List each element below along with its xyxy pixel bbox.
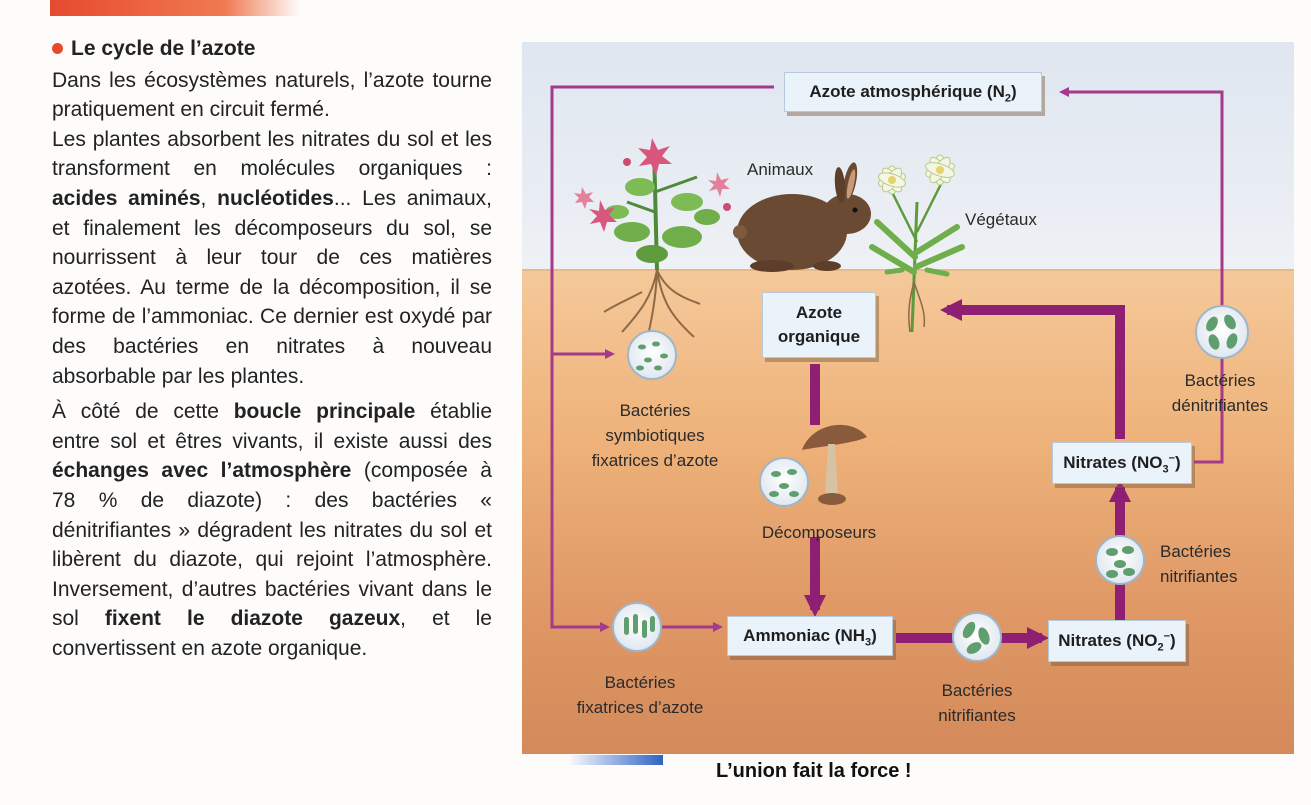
no2-label: Nitrates (NO	[1058, 631, 1158, 650]
top-color-band	[50, 0, 300, 16]
p1-text: Dans les écosystèmes naturels, l’azote t…	[52, 68, 492, 122]
p3-b: établie entre sol et êtres vivants, il e…	[52, 400, 493, 453]
text-column: Le cycle de l’azote Dans les écosystèmes…	[52, 34, 492, 663]
nitri-bottom-line1: Bactéries	[941, 681, 1013, 700]
no2-close: )	[1170, 631, 1176, 650]
flowering-plant-icon	[574, 138, 731, 355]
p3-a: À côté de cette	[52, 400, 219, 424]
nh3-subscript: 3	[865, 636, 872, 649]
label-animals: Animaux	[747, 160, 814, 179]
n2-label: Azote atmosphérique (N	[809, 82, 1005, 101]
p3-bold-exchanges: échanges avec l’atmosphère	[52, 459, 352, 483]
no2-superscript: −	[1163, 630, 1171, 643]
box-atmospheric-nitrogen: Azote atmosphérique (N2)	[784, 72, 1042, 112]
p2-bold-nucleotides: nucléotides	[217, 186, 334, 210]
label-plants: Végétaux	[965, 210, 1037, 229]
mushroom-icon	[802, 424, 867, 505]
rabbit-icon	[733, 162, 871, 272]
p3-bold-fix: fixent le diazote gazeux	[104, 607, 401, 631]
denitri-line1: Bactéries	[1184, 371, 1256, 390]
no3-close: )	[1175, 453, 1181, 472]
nitrifying-bacteria-dish-right	[1095, 535, 1145, 585]
box-nitrates-no3: Nitrates (NO3−)	[1052, 442, 1192, 484]
no3-label: Nitrates (NO	[1063, 453, 1163, 472]
denitrifying-bacteria-dish	[1195, 305, 1249, 359]
p2-end: ... Les animaux, et finalement les décom…	[52, 186, 492, 388]
section-title: Le cycle de l’azote	[71, 37, 256, 60]
denitri-line2: dénitrifiantes	[1171, 396, 1269, 415]
organic-line2: organique	[777, 327, 861, 346]
p3-d: , et le convertissent en azote organique…	[52, 607, 492, 660]
box-organic-nitrogen: Azote organique	[762, 292, 876, 358]
label-decomposers: Décomposeurs	[761, 523, 877, 542]
box-ammonia: Ammoniac (NH3)	[727, 616, 893, 656]
label-symbiotic-bacteria: Bactéries symbiotiques fixatrices d’azot…	[570, 398, 740, 473]
organic-line1: Azote	[795, 303, 843, 322]
nitri-right-line1: Bactéries	[1160, 542, 1231, 561]
fix-line2: fixatrices d’azote	[576, 698, 704, 717]
section-heading: Le cycle de l’azote	[52, 34, 492, 64]
n2-close: )	[1010, 82, 1017, 101]
nitri-bottom-line2: nitrifiantes	[938, 706, 1016, 725]
label-denitrifying: Bactéries dénitrifiantes	[1160, 368, 1280, 418]
p3-bold-loop: boucle principale	[233, 400, 416, 424]
nitrogen-cycle-diagram: Azote atmosphérique (N2) Azote organique…	[522, 42, 1294, 754]
paragraph-3: À côté de cette boucle principale établi…	[52, 397, 492, 663]
fixing-bacteria-dish	[612, 602, 662, 652]
arrow-n2-to-fixing-bacteria	[550, 85, 774, 632]
wild-plant-icon	[869, 154, 965, 333]
nh3-label: Ammoniac (NH	[743, 626, 866, 645]
label-nitrifying-right: Bactéries nitrifiantes	[1160, 539, 1270, 589]
p2-bold-amino: acides aminés	[52, 186, 201, 210]
nitri-right-line2: nitrifiantes	[1160, 567, 1238, 586]
bullet-icon	[52, 43, 63, 55]
diagram-graphics	[522, 85, 1294, 662]
no3-superscript: −	[1168, 452, 1176, 465]
decomposer-bacteria-dish	[759, 457, 809, 507]
symb-line1: Bactéries	[619, 401, 691, 420]
symb-line3: fixatrices d’azote	[591, 451, 719, 470]
next-section-caption: L’union fait la force !	[716, 760, 912, 782]
paragraph-1: Dans les écosystèmes naturels, l’azote t…	[52, 66, 492, 125]
label-nitrifying-bottom: Bactéries nitrifiantes	[922, 678, 1032, 728]
n2-subscript: 2	[1004, 92, 1011, 105]
symb-line2: symbiotiques	[605, 426, 705, 445]
box-nitrites-no2: Nitrates (NO2−)	[1048, 620, 1186, 662]
arrow-nitrate-to-plants	[940, 299, 1125, 439]
p2-start: Les plantes absorbent les nitrates du so…	[52, 127, 492, 181]
no3-subscript: 3	[1162, 463, 1169, 476]
nitrifying-bacteria-dish-bottom	[952, 612, 1002, 662]
fix-line1: Bactéries	[604, 673, 676, 692]
symbiotic-bacteria-dish	[627, 330, 677, 380]
bottom-color-band	[568, 755, 663, 765]
p3-c: (composée à 78 % de diazote) : des bacté…	[52, 459, 492, 631]
arrow-denitrification-to-n2	[1059, 87, 1224, 464]
label-fixing-bacteria: Bactéries fixatrices d’azote	[560, 670, 720, 720]
nh3-close: )	[871, 626, 877, 645]
no2-subscript: 2	[1157, 641, 1164, 654]
p2-comma: ,	[200, 186, 207, 210]
paragraph-2: Les plantes absorbent les nitrates du so…	[52, 125, 492, 391]
